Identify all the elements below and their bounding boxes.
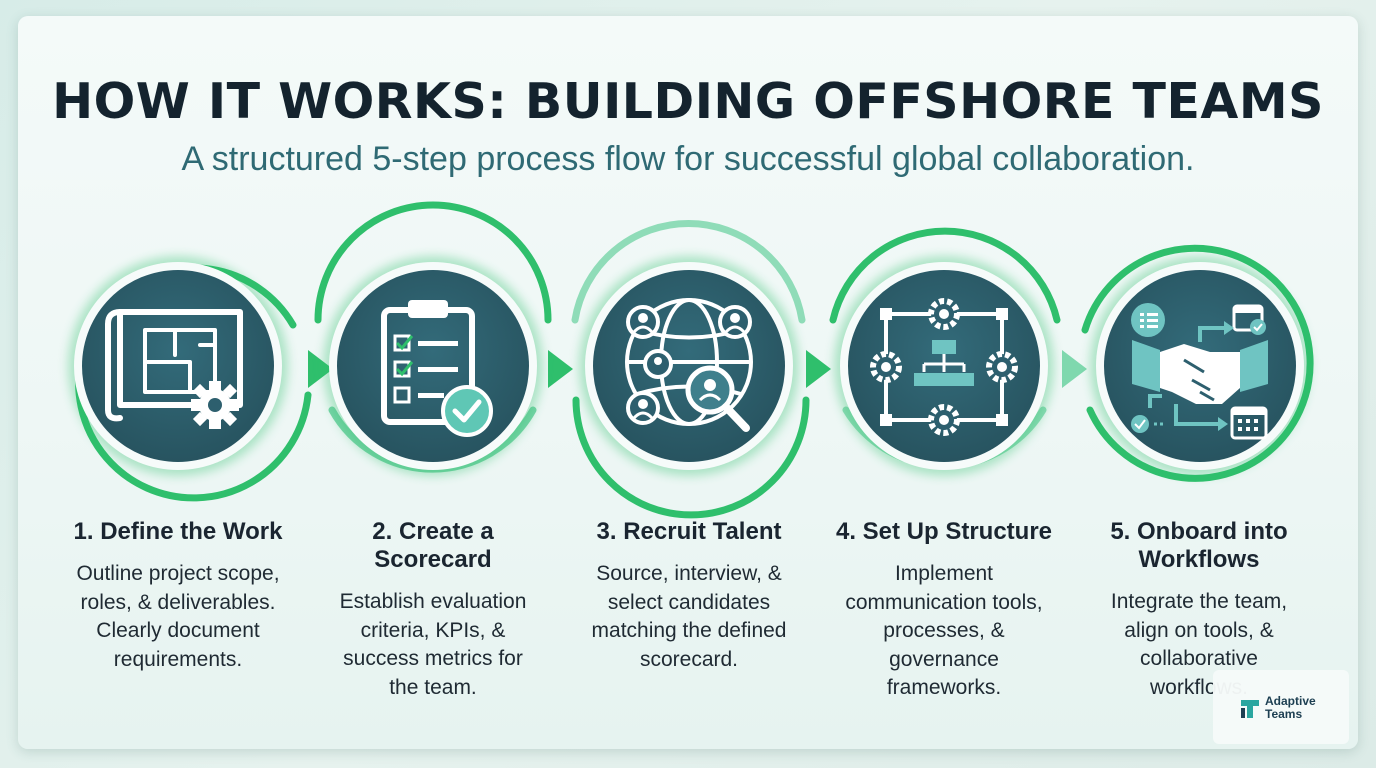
logo-wordmark: Adaptive Teams bbox=[1265, 694, 1316, 721]
step-disc-2 bbox=[323, 256, 543, 476]
flow-arrows bbox=[308, 350, 1087, 388]
org-structure-gears-icon bbox=[870, 298, 1018, 436]
page-subtitle: A structured 5-step process flow for suc… bbox=[181, 140, 1195, 178]
step-disc-3 bbox=[579, 256, 799, 476]
arrow-4-5 bbox=[1062, 350, 1087, 388]
step-4-title: 4. Set Up Structure bbox=[835, 518, 1053, 545]
adaptive-teams-logo-icon bbox=[1241, 700, 1259, 718]
step-2-description: Establish evaluation criteria, KPIs, & s… bbox=[339, 590, 527, 699]
arrow-3-4 bbox=[806, 350, 831, 388]
blueprint-gear-icon bbox=[105, 309, 243, 429]
arrow-2-3 bbox=[548, 350, 573, 388]
step-1-description: Outline project scope, roles, & delivera… bbox=[76, 562, 280, 671]
step-4-description: Implement communication tools, processes… bbox=[845, 562, 1043, 699]
step-5-title: 5. Onboard into Workflows bbox=[1110, 518, 1288, 573]
step-2-title: 2. Create a Scorecard bbox=[372, 518, 494, 573]
page-title: HOW IT WORKS: BUILDING OFFSHORE TEAMS bbox=[52, 73, 1324, 130]
step-5-description: Integrate the team, align on tools, & co… bbox=[1110, 590, 1288, 699]
step-3-title: 3. Recruit Talent bbox=[596, 518, 782, 545]
adaptive-teams-logo: Adaptive Teams bbox=[1213, 670, 1349, 744]
step-1-title: 1. Define the Work bbox=[73, 518, 283, 545]
handshake-workflow-icon bbox=[1131, 303, 1268, 440]
globe-network-search-icon bbox=[625, 298, 753, 432]
step-disc-1 bbox=[68, 256, 288, 476]
arrow-1-2 bbox=[308, 350, 333, 388]
step-3-description: Source, interview, & select candidates m… bbox=[591, 562, 787, 671]
clipboard-check-icon bbox=[381, 300, 493, 437]
